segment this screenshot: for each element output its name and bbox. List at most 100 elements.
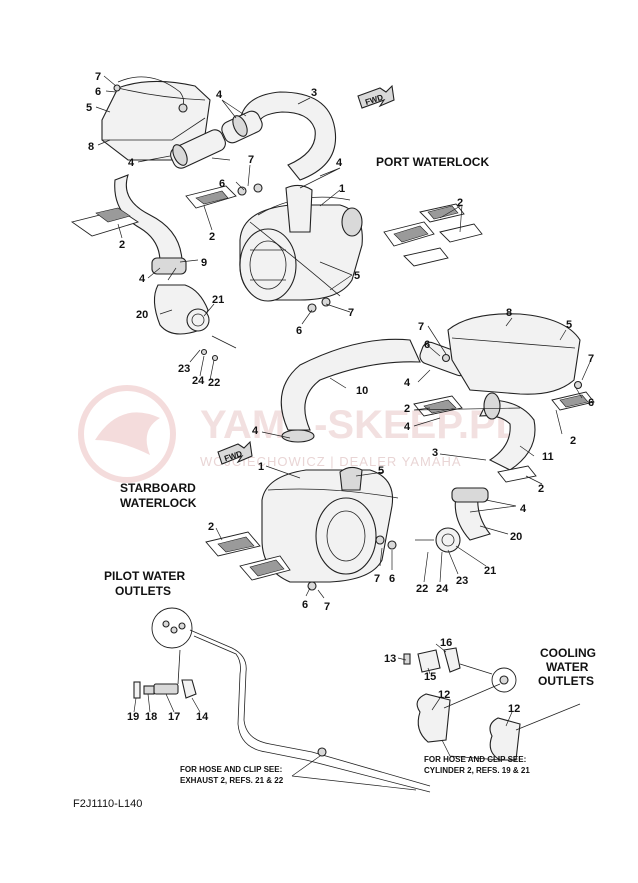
callout: 22 (208, 377, 220, 389)
callout: 3 (432, 447, 438, 459)
bolt-23 (211, 335, 237, 349)
cooling-water-title-2: WATER (546, 660, 589, 674)
callout: 6 (302, 599, 308, 611)
note-cylinder-line-1: FOR HOSE AND CLIP SEE: (424, 755, 526, 764)
leader-lines-stbd (215, 317, 591, 599)
pads-port-right (383, 203, 483, 267)
clip-6-port-d (321, 297, 331, 307)
callout: 4 (252, 425, 259, 437)
clip-6-stbd-e (441, 353, 451, 363)
callout: 1 (339, 183, 345, 195)
callout: 5 (86, 102, 92, 114)
section-titles: PORT WATERLOCK STARBOARD WATERLOCK PILOT… (104, 155, 596, 688)
callout: 12 (508, 703, 520, 715)
pads-stbd-right (413, 391, 595, 483)
nut-22 (211, 354, 219, 362)
pilot-clip (317, 747, 327, 757)
callout: 10 (356, 385, 368, 397)
hose-20-stbd (454, 495, 491, 541)
callout: 7 (324, 601, 330, 613)
callout-labels: 7 6 5 8 4 3 4 7 6 4 1 2 2 2 9 4 5 7 6 20… (86, 71, 594, 723)
watermark-logo-ring (78, 385, 176, 483)
callout: 20 (136, 309, 148, 321)
callout: 7 (374, 573, 380, 585)
pilot-hose-a (189, 629, 431, 787)
pilot-fitting-17 (153, 683, 179, 695)
pilot-fitting-18 (143, 685, 155, 695)
callout: 20 (510, 531, 522, 543)
callout: 7 (588, 353, 594, 365)
resonator-strap (117, 76, 184, 109)
pilot-hose-b (193, 635, 431, 793)
resonator-lip (102, 117, 206, 141)
callout: 6 (95, 86, 101, 98)
callout: 6 (424, 339, 430, 351)
callout: 8 (506, 307, 512, 319)
clamp-11 (483, 392, 501, 420)
cooling-leader (459, 663, 493, 675)
port-waterlock-assembly (70, 76, 483, 362)
callout: 4 (139, 273, 146, 285)
pilot-elbow-14 (181, 679, 197, 699)
waterlock-inlet-hose (285, 184, 313, 233)
notes: FOR HOSE AND CLIP SEE: EXHAUST 2, REFS. … (180, 755, 530, 785)
callout: 6 (389, 573, 395, 585)
callout: 15 (424, 671, 436, 683)
cooling-bracket-16 (443, 647, 461, 673)
note-exhaust-line-1: FOR HOSE AND CLIP SEE: (180, 765, 282, 774)
waterlock-stbd-inlet (339, 466, 363, 491)
callout: 2 (570, 435, 576, 447)
cooling-clip-15 (417, 649, 441, 673)
callout: 23 (456, 575, 468, 587)
callout: 1 (258, 461, 264, 473)
callout: 2 (119, 239, 125, 251)
waterlock-stbd-strap (267, 488, 399, 499)
hose-long-10 (280, 338, 421, 431)
clip-6-top (113, 84, 121, 92)
clip-6-stbd-d (573, 380, 583, 390)
waterlock-endcap-inner (249, 240, 287, 290)
clip-6-stbd-a (375, 535, 385, 545)
fwd-arrow-port (357, 84, 395, 109)
clamp-b (172, 144, 188, 166)
endcap-ribs (250, 249, 286, 281)
pads-port-left (70, 185, 237, 237)
callout: 13 (384, 653, 396, 665)
note-exhaust-line-2: EXHAUST 2, REFS. 21 & 22 (180, 776, 284, 785)
callout: 24 (192, 375, 205, 387)
callout: 3 (311, 87, 317, 99)
waterlock-endcap-stbd-inner (326, 510, 366, 562)
clamp-9 (151, 257, 187, 275)
clamp-10 (281, 429, 315, 443)
callout: 17 (168, 711, 180, 723)
callout: 6 (296, 325, 302, 337)
hose-11 (479, 399, 536, 471)
cooling-water-title-3: OUTLETS (538, 674, 594, 688)
strap-buckle (178, 103, 188, 113)
washer-24 (200, 348, 208, 356)
callout: 24 (436, 583, 449, 595)
callout: 2 (404, 403, 410, 415)
cooling-screw-13 (403, 653, 411, 665)
resonator-box-stbd (447, 313, 581, 395)
watermark-logo-mark (95, 412, 160, 455)
diagram-code: F2J1110-L140 (73, 798, 142, 810)
outlet-flange-stbd (435, 527, 461, 553)
waterlock-port-inlet (341, 207, 363, 237)
waterlock-endcap-port (239, 228, 297, 302)
cooling-hose-loop-b (489, 717, 521, 761)
starboard-waterlock-assembly (205, 313, 595, 591)
callout: 7 (95, 71, 101, 83)
callout: 23 (178, 363, 190, 375)
callout: 6 (219, 178, 225, 190)
callout: 4 (128, 157, 135, 169)
callout: 7 (248, 154, 254, 166)
leader-lines-outlets (133, 643, 513, 791)
callout: 4 (404, 421, 411, 433)
callout: 19 (127, 711, 139, 723)
callout: 5 (566, 319, 572, 331)
starboard-waterlock-title-2: WATERLOCK (120, 496, 197, 510)
clamp-a (232, 115, 248, 137)
pilot-water-title-1: PILOT WATER (104, 569, 185, 583)
